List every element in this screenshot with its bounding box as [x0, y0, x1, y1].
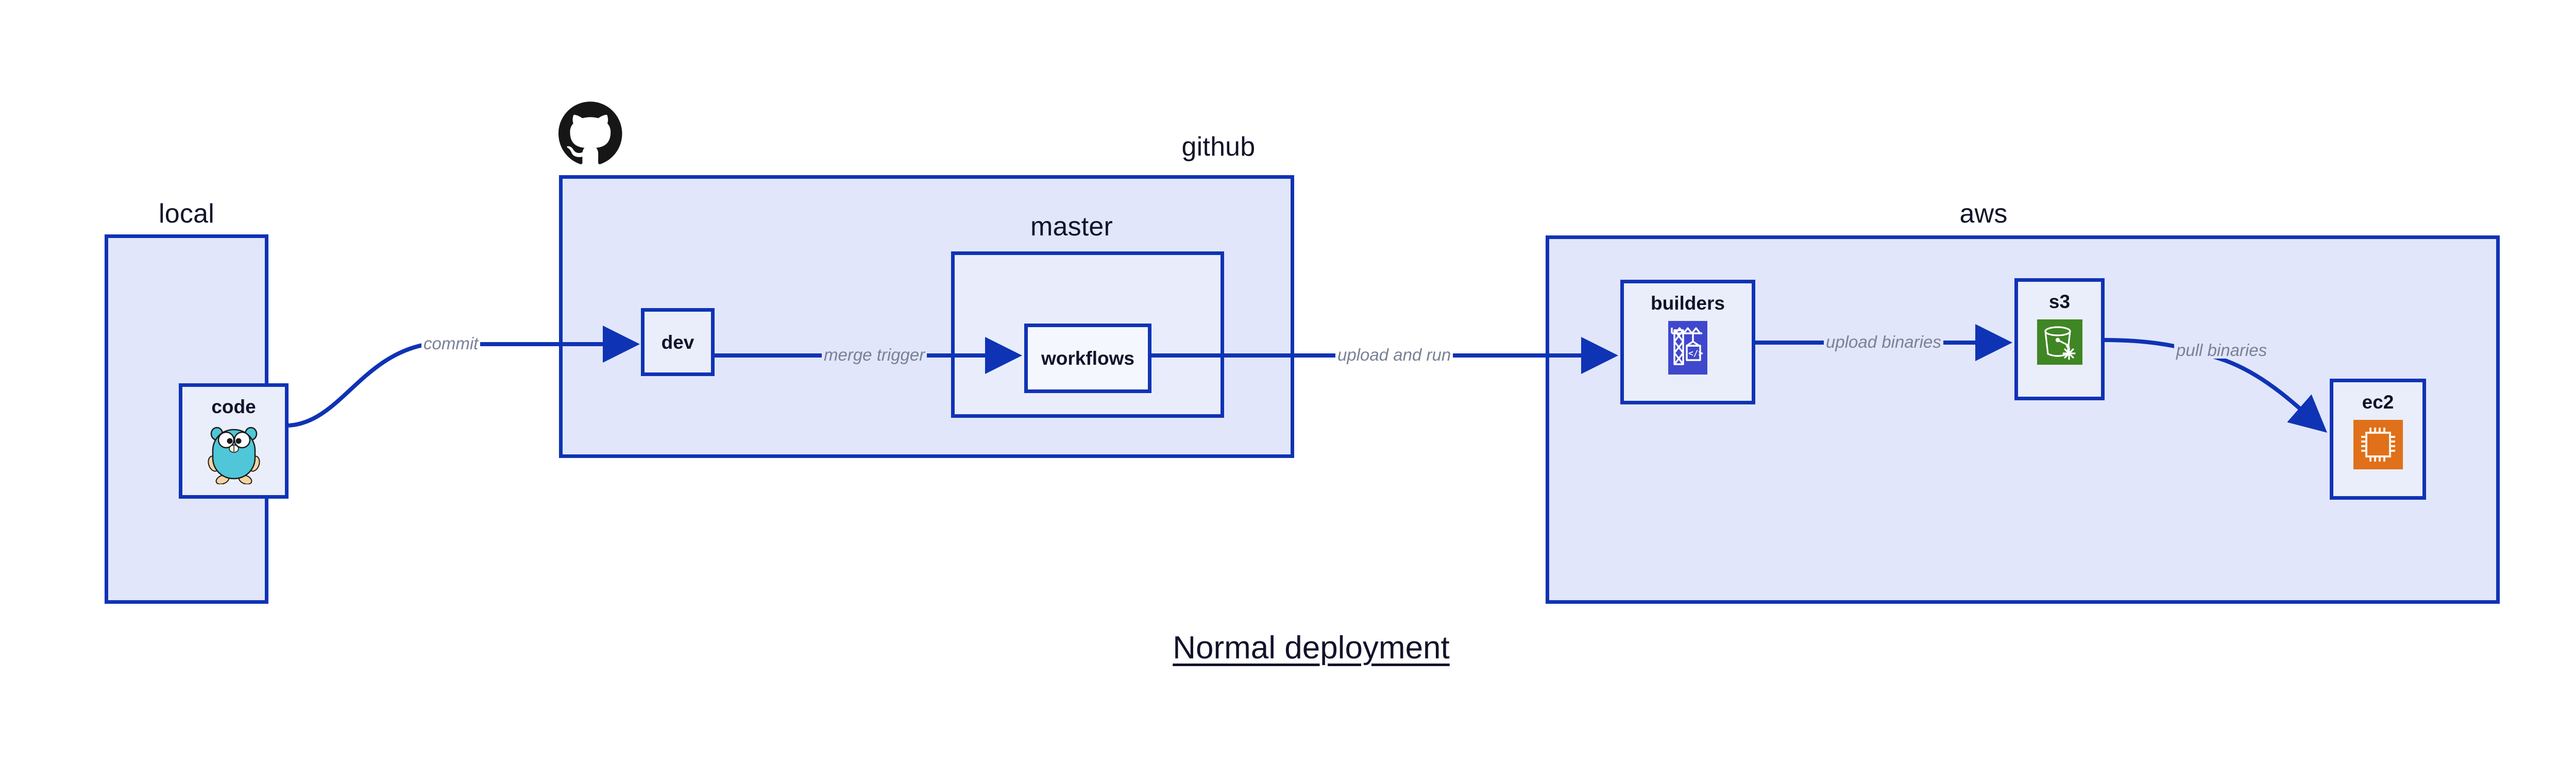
node-ec2[interactable]: ec2 — [2330, 379, 2426, 500]
cluster-label-local: local — [159, 199, 214, 229]
node-ec2-label: ec2 — [2362, 392, 2394, 413]
node-dev[interactable]: dev — [641, 308, 715, 376]
edge-label-commit: commit — [421, 335, 481, 352]
node-workflows-label: workflows — [1041, 348, 1134, 369]
node-code-label: code — [211, 396, 256, 417]
aws-ec2-chip-icon — [2353, 420, 2403, 472]
node-builders-label: builders — [1651, 293, 1725, 314]
cluster-label-aws: aws — [1959, 199, 2008, 229]
edge-label-merge-trigger: merge trigger — [822, 346, 927, 363]
edge-label-upload-and-run: upload and run — [1335, 346, 1453, 363]
go-gopher-icon — [206, 425, 262, 487]
edge-label-pull-binaries: pull binaries — [2174, 342, 2269, 359]
node-dev-label: dev — [661, 331, 694, 353]
aws-codebuild-icon: </> — [1668, 321, 1707, 377]
cluster-label-github: github — [1181, 132, 1256, 162]
diagram-title-wrap: Normal deployment — [1131, 630, 1492, 666]
diagram-title: Normal deployment — [1173, 630, 1450, 666]
node-workflows[interactable]: workflows — [1024, 324, 1151, 393]
node-s3-label: s3 — [2048, 291, 2071, 312]
node-builders[interactable]: builders — [1620, 280, 1755, 404]
cluster-label-master: master — [1030, 212, 1113, 242]
svg-text:</>: </> — [1688, 348, 1703, 358]
node-code[interactable]: code — [179, 383, 289, 499]
github-octocat-icon — [558, 100, 622, 166]
edge-label-upload-binaries: upload binaries — [1824, 333, 1943, 350]
node-s3[interactable]: s3 — [2014, 278, 2105, 400]
aws-s3-bucket-icon — [2037, 319, 2082, 367]
